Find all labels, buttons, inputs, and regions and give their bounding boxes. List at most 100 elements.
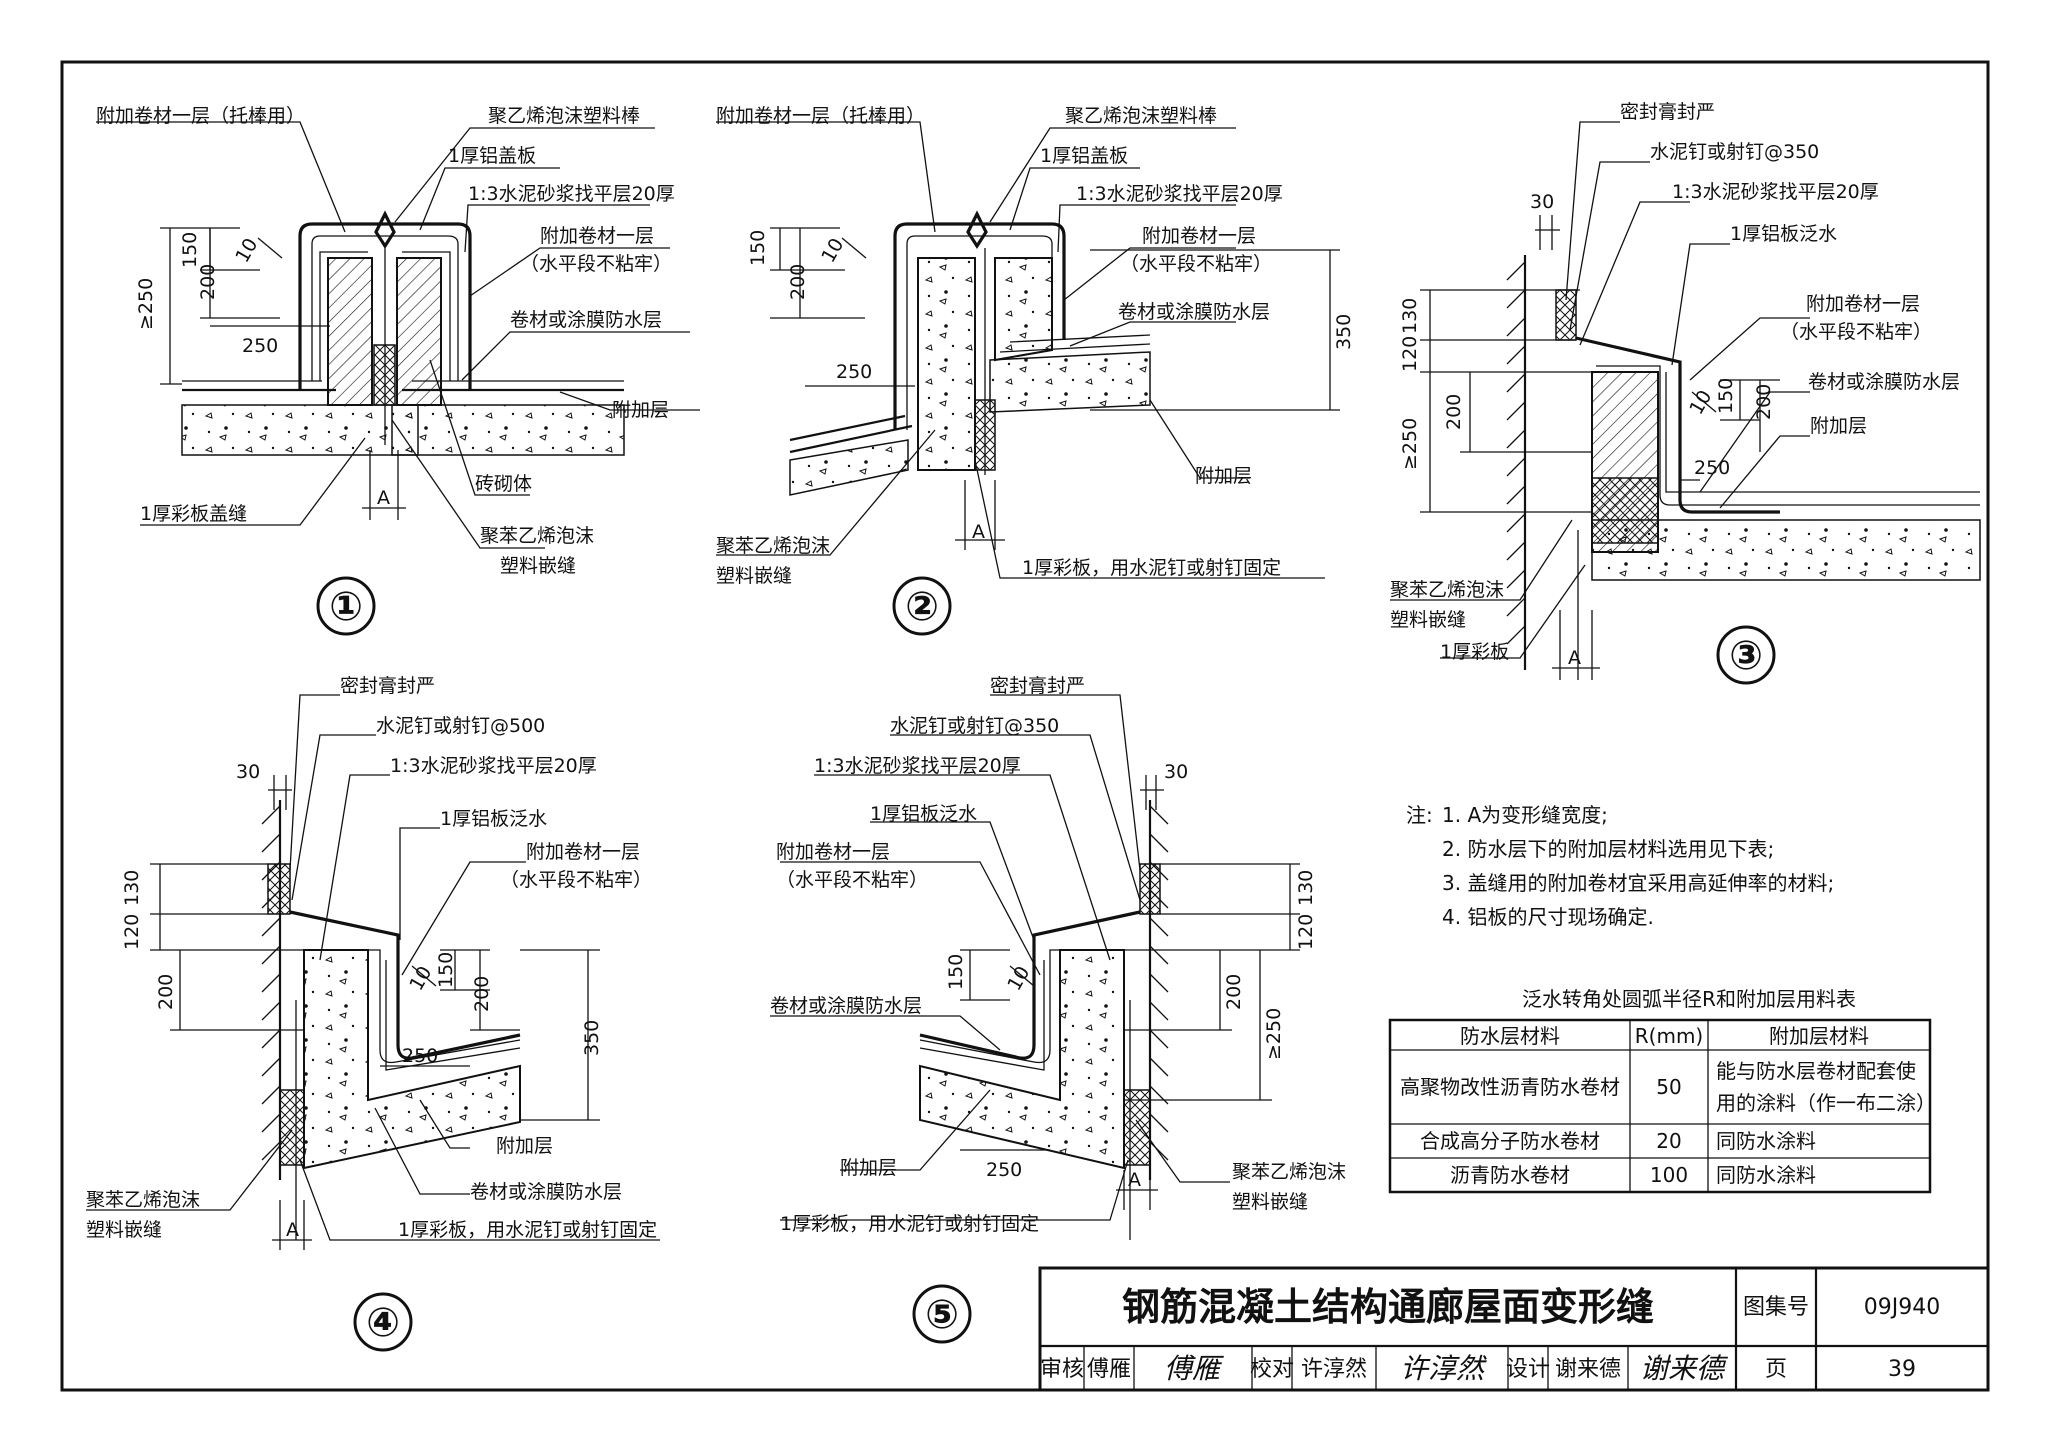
table-cell-r: 20 xyxy=(1656,1129,1681,1153)
leader-color-plate xyxy=(974,459,1325,579)
label-ps-foam-2: 塑料嵌缝 xyxy=(716,565,792,587)
detail-4-number: ④ xyxy=(366,1300,400,1346)
dim-10-leader xyxy=(1691,391,1717,413)
dim-200: 200 xyxy=(1223,974,1245,1010)
notes-head: 注: xyxy=(1406,803,1433,827)
dim-10: 10 xyxy=(405,963,436,995)
detail-4-geometry xyxy=(261,800,521,1240)
leader-color-plate xyxy=(299,1159,660,1241)
note-item: 1. A为变形缝宽度; xyxy=(1442,803,1608,827)
dim-gap-line xyxy=(362,450,406,520)
leader-alu-flash xyxy=(399,827,440,940)
checker-signature: 许淳然 xyxy=(1400,1352,1487,1385)
dim-200-line xyxy=(1460,372,1592,453)
leader-extra-felt xyxy=(1689,317,1810,381)
page-label: 页 xyxy=(1765,1357,1787,1382)
detail-5-leaders xyxy=(770,694,1230,1221)
detail-4-leaders xyxy=(86,694,660,1241)
label-extra-felt-rod: 附加卷材一层（托棒用） xyxy=(96,105,305,127)
label-additional: 附加层 xyxy=(1810,415,1867,437)
note-item: 3. 盖缝用的附加卷材宜采用高延伸率的材料; xyxy=(1442,871,1834,895)
leader-color-plate xyxy=(780,1159,1129,1221)
ps-foam-fill xyxy=(1123,1089,1151,1166)
masonry-right xyxy=(396,257,442,406)
table-header-extra: 附加层材料 xyxy=(1769,1024,1869,1048)
designer-name: 谢来德 xyxy=(1555,1357,1621,1382)
extra-felt-line xyxy=(311,235,459,381)
leader-extra-felt xyxy=(469,247,670,297)
dim-200: 200 xyxy=(787,264,809,300)
table-cell-material: 合成高分子防水卷材 xyxy=(1420,1129,1600,1153)
extra-felt-line xyxy=(304,949,521,1064)
detail-1-dimensions xyxy=(160,227,406,520)
label-ps-foam-1: 聚苯乙烯泡沫 xyxy=(1390,579,1504,601)
notes: 注: 1. A为变形缝宽度; 2. 防水层下的附加层材料选用见下表; 3. 盖缝… xyxy=(1406,803,1834,929)
leader-sealant xyxy=(1565,121,1620,301)
dim-30: 30 xyxy=(236,761,260,783)
dim-200: 200 xyxy=(1443,394,1465,430)
membrane-left xyxy=(789,414,913,454)
leader-mortar xyxy=(1057,204,1236,253)
detail-4-dimensions xyxy=(150,775,600,1250)
dim-120: 120 xyxy=(121,914,143,950)
dim-130: 130 xyxy=(1295,870,1317,906)
masonry-left xyxy=(327,257,373,406)
dim-350: 350 xyxy=(581,1020,603,1056)
leader-mortar xyxy=(814,774,1111,961)
alu-flashing xyxy=(289,910,521,1060)
label-sealant: 密封膏封严 xyxy=(340,674,435,697)
label-color-plate: 1厚彩板 xyxy=(1440,641,1509,663)
dim-130-120-lines xyxy=(150,863,304,951)
inner-felt-line xyxy=(319,251,451,381)
label-pe-foam-rod: 聚乙烯泡沫塑料棒 xyxy=(488,105,640,127)
detail-2-dimensions xyxy=(770,227,1340,550)
sealant-block xyxy=(267,863,291,915)
label-alu-flash: 1厚铝板泛水 xyxy=(1730,223,1837,245)
dim-w250: 250 xyxy=(242,335,278,357)
table-border xyxy=(1388,1018,1932,1194)
detail-3-leaders xyxy=(1390,121,1810,659)
leader-alu-cover xyxy=(419,167,560,231)
detail-5-geometry xyxy=(919,800,1169,1240)
label-alu-flash: 1厚铝板泛水 xyxy=(440,808,547,830)
reviewer-signature: 傅雁 xyxy=(1164,1352,1224,1385)
label-masonry: 砖砌体 xyxy=(475,473,532,495)
leader-additional xyxy=(419,1099,470,1149)
label-ps-foam-2: 塑料嵌缝 xyxy=(1390,609,1466,631)
table-header-material: 防水层材料 xyxy=(1460,1024,1560,1048)
slab-left xyxy=(181,404,419,456)
slab-left xyxy=(789,439,909,496)
dim-200: 200 xyxy=(155,974,177,1010)
table-cell-material: 沥青防水卷材 xyxy=(1450,1163,1570,1187)
label-nail: 水泥钉或射钉@350 xyxy=(890,715,1059,737)
label-extra-felt: 附加卷材一层 xyxy=(776,841,890,863)
label-mortar: 1:3水泥砂浆找平层20厚 xyxy=(814,755,1021,777)
leader-mortar xyxy=(319,774,390,961)
label-alu-flash: 1厚铝板泛水 xyxy=(870,803,977,825)
dim-120: 120 xyxy=(1295,914,1317,950)
dim-350-line xyxy=(1090,249,1340,411)
detail-5-number-circle xyxy=(912,1284,972,1344)
leader-extra-felt xyxy=(1063,247,1236,301)
detail-3-geometry xyxy=(1506,255,1981,680)
dim-30-line xyxy=(1535,215,1560,250)
review-label: 审核 xyxy=(1040,1357,1084,1382)
dim-w250: 250 xyxy=(1694,457,1730,479)
dim-gap: A xyxy=(1568,647,1581,669)
alu-cover-outline xyxy=(893,222,1066,430)
leader-membrane xyxy=(770,1015,1001,1051)
dim-10-leader xyxy=(841,237,867,259)
label-mortar: 1:3水泥砂浆找平层20厚 xyxy=(1672,181,1879,203)
leader-additional xyxy=(1719,435,1810,509)
table-header-r: R(mm) xyxy=(1635,1024,1703,1048)
dim-130: 130 xyxy=(121,870,143,906)
detail-5-dimensions xyxy=(960,775,1300,1210)
dim-250-line xyxy=(160,227,240,385)
label-ps-foam-1: 聚苯乙烯泡沫 xyxy=(1232,1161,1346,1183)
sheet-frame xyxy=(60,60,1990,1392)
dim-gap-line xyxy=(1116,1170,1158,1210)
dim-200-line xyxy=(1124,950,1232,1031)
dim-w250: 250 xyxy=(986,1159,1022,1181)
detail-2-geometry xyxy=(789,210,1151,496)
table-cell-extra: 同防水涂料 xyxy=(1716,1163,1816,1187)
